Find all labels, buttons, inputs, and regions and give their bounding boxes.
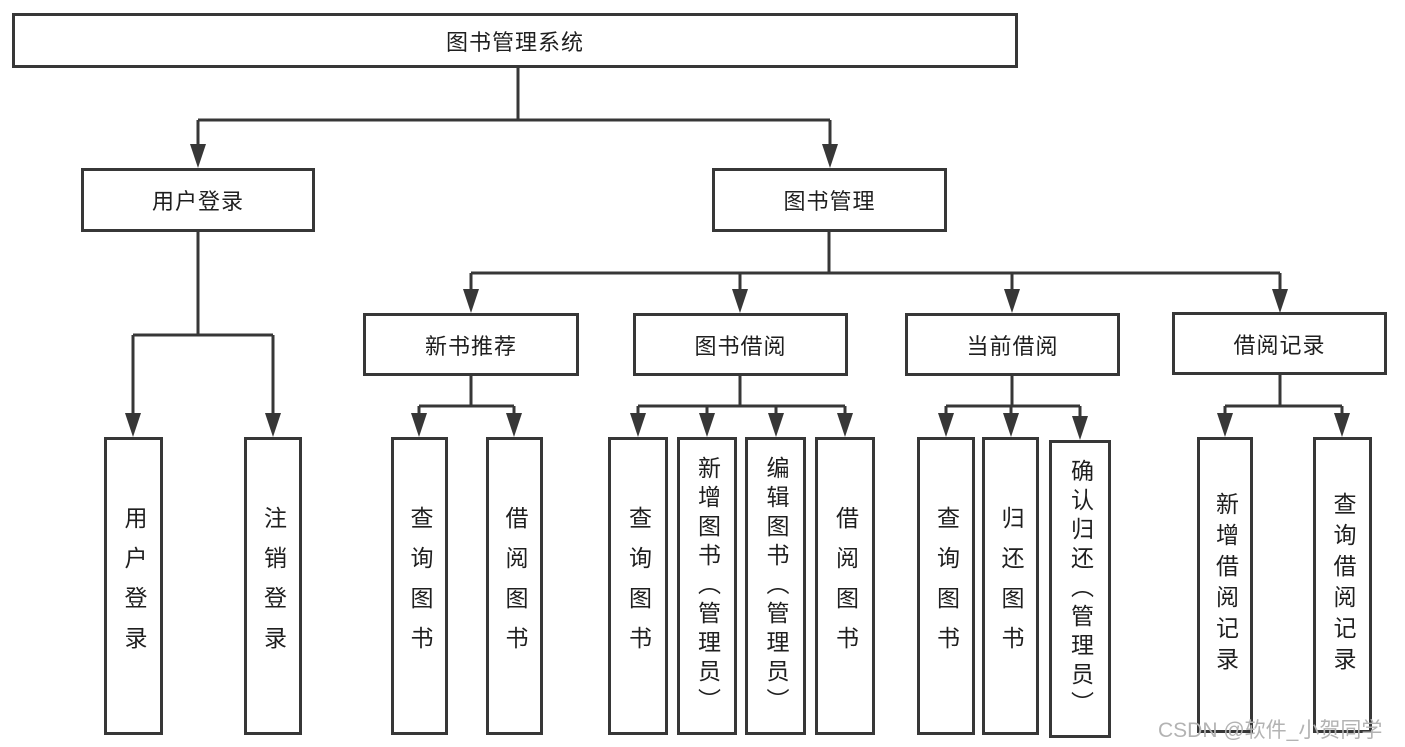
leaf-add-book-admin-label: 新增图书（管理员）	[694, 455, 721, 717]
connector-root	[196, 68, 832, 146]
leaf-query-books-current: 查询图书	[917, 437, 975, 735]
arrowhead	[630, 413, 646, 437]
leaf-borrow-books-borrow-label: 借阅图书	[832, 506, 859, 666]
csdn-watermark: CSDN @软件_小贺同学	[1158, 719, 1383, 742]
leaf-add-book-admin: 新增图书（管理员）	[677, 437, 737, 735]
leaf-user-login-label: 用户登录	[121, 506, 147, 666]
connector-user-login	[131, 232, 275, 415]
connector-new-book	[417, 376, 516, 415]
leaf-return-books: 归还图书	[982, 437, 1039, 735]
node-book-management-label: 图书管理	[783, 189, 876, 214]
leaf-borrow-books-borrow: 借阅图书	[815, 437, 875, 735]
leaf-query-books-current-label: 查询图书	[933, 506, 960, 666]
leaf-query-books-borrow-label: 查询图书	[625, 506, 652, 666]
leaf-query-books-newbooks-label: 查询图书	[407, 506, 433, 666]
leaf-borrow-books-newbooks-label: 借阅图书	[502, 506, 528, 666]
arrowhead	[506, 413, 522, 437]
node-user-login: 用户登录	[81, 168, 315, 232]
node-book-borrow-label: 图书借阅	[694, 333, 787, 359]
leaf-add-borrow-record: 新增借阅记录	[1197, 437, 1253, 733]
connector-current-borrow	[944, 376, 1082, 418]
leaf-return-books-label: 归还图书	[998, 506, 1024, 666]
arrowhead	[1072, 416, 1088, 440]
arrowhead	[732, 289, 748, 313]
node-current-borrow: 当前借阅	[905, 313, 1120, 376]
arrowhead	[1217, 413, 1233, 437]
arrowhead	[1003, 413, 1019, 437]
connector-book-management	[469, 232, 1282, 291]
node-root: 图书管理系统	[12, 13, 1018, 68]
leaf-logout: 注销登录	[244, 437, 302, 735]
leaf-edit-book-admin: 编辑图书（管理员）	[745, 437, 806, 735]
connector-borrow-records	[1223, 375, 1344, 415]
leaf-query-books-newbooks: 查询图书	[391, 437, 448, 735]
arrowhead	[463, 289, 479, 313]
leaf-edit-book-admin-label: 编辑图书（管理员）	[763, 455, 789, 717]
arrowhead	[1004, 289, 1020, 313]
leaf-user-login: 用户登录	[104, 437, 163, 735]
node-new-book-recommend: 新书推荐	[363, 313, 579, 376]
arrowhead	[822, 144, 838, 168]
leaf-query-borrow-record: 查询借阅记录	[1313, 437, 1372, 733]
arrowhead	[699, 413, 715, 437]
arrowhead	[938, 413, 954, 437]
connector-book-borrow	[636, 376, 847, 415]
node-book-management: 图书管理	[712, 168, 947, 232]
node-borrow-records-label: 借阅记录	[1233, 332, 1326, 358]
leaf-confirm-return-admin: 确认归还（管理员）	[1049, 440, 1111, 738]
arrowhead	[411, 413, 427, 437]
leaf-add-borrow-record-label: 新增借阅记录	[1212, 492, 1239, 678]
node-user-login-label: 用户登录	[151, 189, 244, 214]
leaf-logout-label: 注销登录	[260, 506, 287, 666]
leaf-query-borrow-record-label: 查询借阅记录	[1330, 492, 1356, 678]
arrowhead	[1334, 413, 1350, 437]
node-current-borrow-label: 当前借阅	[966, 333, 1059, 359]
arrowhead	[837, 413, 853, 437]
node-borrow-records: 借阅记录	[1172, 312, 1387, 375]
arrowhead	[190, 144, 206, 168]
arrowhead	[768, 413, 784, 437]
node-book-borrow: 图书借阅	[633, 313, 848, 376]
arrowhead	[1272, 289, 1288, 313]
arrowhead	[265, 413, 281, 437]
leaf-borrow-books-newbooks: 借阅图书	[486, 437, 543, 735]
node-new-book-recommend-label: 新书推荐	[424, 333, 517, 359]
node-root-label: 图书管理系统	[445, 29, 584, 55]
arrowhead	[125, 413, 141, 437]
leaf-query-books-borrow: 查询图书	[608, 437, 668, 735]
leaf-confirm-return-admin-label: 确认归还（管理员）	[1067, 458, 1094, 720]
